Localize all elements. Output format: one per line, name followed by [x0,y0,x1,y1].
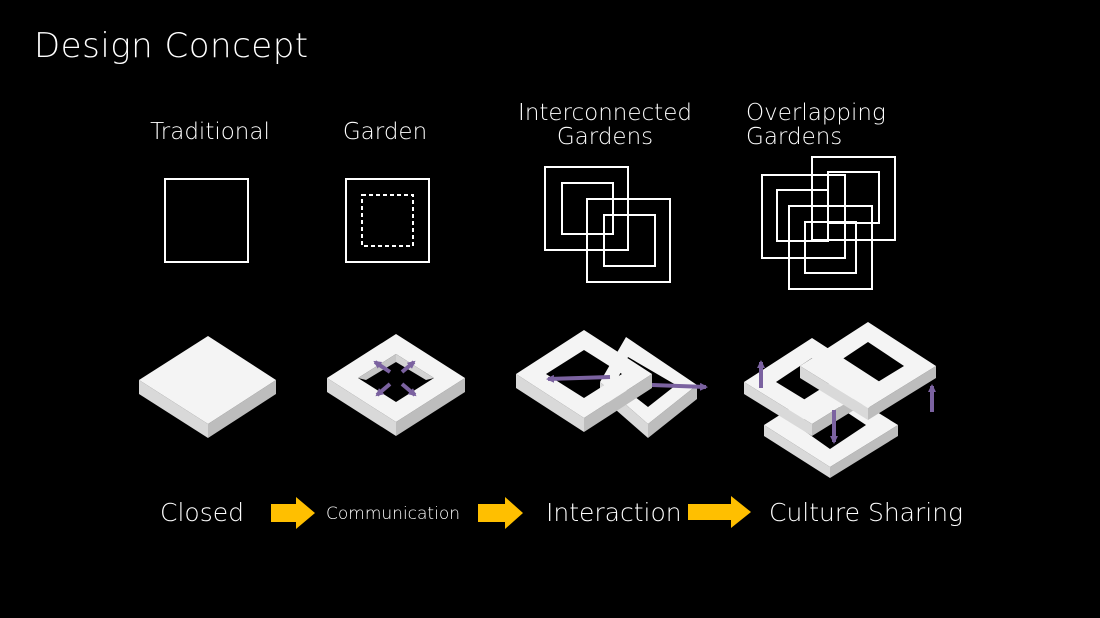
arrow-down-left [375,382,392,397]
column-label-line: Gardens [556,124,654,150]
plan-square [788,205,873,290]
plan-traditional [164,178,249,263]
outward-arrows [373,360,417,397]
column-label-line: Interconnected [518,100,692,126]
column-label-line: Gardens [746,124,843,150]
column-label-traditional: Traditional [130,120,290,144]
plan-square [776,189,829,242]
column-label-overlapping-gardens: Overlapping Gardens [730,101,926,149]
column-label-interconnected-gardens: Interconnected Gardens [495,101,715,149]
plan-square [164,178,249,263]
flow-arrow-1 [271,497,315,529]
arrow-up-right [400,360,416,374]
plan-square-outer [345,178,430,263]
interaction-arrows [546,374,708,391]
arrow-left [546,374,611,383]
iso-rings-overlapping [744,322,936,478]
flow-arrow-3 [688,496,751,528]
iso-block-closed [139,336,276,438]
stage-label-closed: Closed [160,498,244,527]
plan-square-inner-dashed [361,194,414,247]
column-label-line: Garden [342,119,428,145]
plan-square [603,214,656,267]
sharing-arrows [757,360,936,444]
column-label-line: Overlapping [746,100,886,126]
arrow-right [651,382,708,391]
plan-square [811,156,896,241]
arrow-down-right [400,382,417,397]
arrow-up-left [373,360,392,374]
plan-interconnected [544,166,671,283]
page-title: Design Concept [34,26,309,66]
plan-square [586,198,671,283]
stage-label-communication: Communication [326,504,460,524]
flow-arrow-2 [478,497,523,529]
stage-label-culture-sharing: Culture Sharing [769,498,964,527]
plan-square [804,221,857,274]
iso-rings-interconnected [516,330,708,438]
plan-square [761,174,846,259]
plan-garden [345,178,430,263]
iso-ring-garden [327,334,465,436]
column-label-line: Traditional [150,119,270,145]
stage-label-interaction: Interaction [546,498,682,527]
plan-overlapping [761,156,896,290]
column-label-garden: Garden [305,120,465,144]
